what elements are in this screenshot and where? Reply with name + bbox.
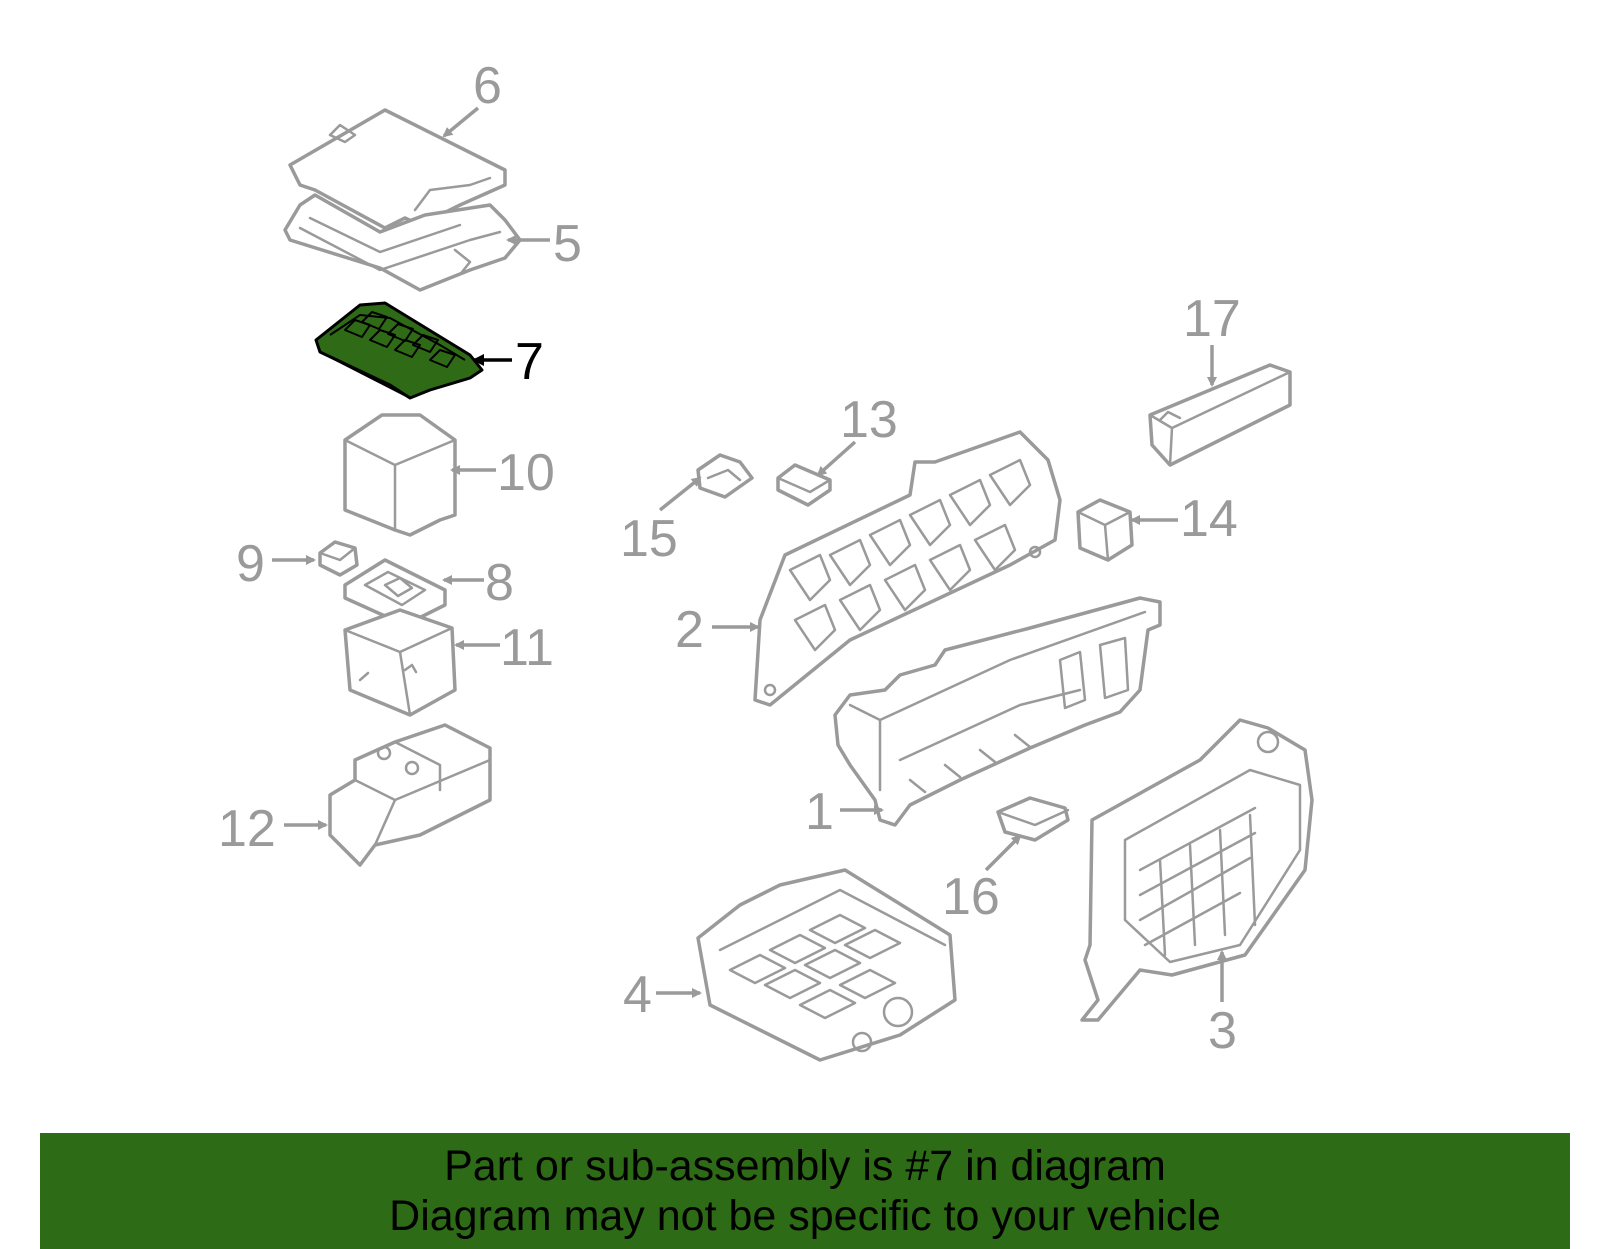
callout-15[interactable]: 15 bbox=[620, 510, 678, 568]
part-3-large-cover[interactable] bbox=[1080, 718, 1314, 1022]
part-11-relay-box[interactable] bbox=[343, 608, 457, 717]
parts-diagram: 6 5 7 10 9 8 11 12 13 15 14 17 2 1 16 3 … bbox=[218, 57, 1314, 1062]
part-16-clip[interactable] bbox=[996, 796, 1070, 842]
callout-6[interactable]: 6 bbox=[473, 57, 502, 115]
callout-16[interactable]: 16 bbox=[942, 868, 1000, 926]
banner-line-disclaimer: Diagram may not be specific to your vehi… bbox=[389, 1192, 1221, 1240]
callout-13[interactable]: 13 bbox=[840, 391, 898, 449]
part-8-relay-frame[interactable] bbox=[343, 558, 447, 627]
callout-17[interactable]: 17 bbox=[1183, 290, 1241, 348]
callout-8[interactable]: 8 bbox=[485, 554, 514, 612]
callout-3[interactable]: 3 bbox=[1208, 1002, 1237, 1060]
leader-15 bbox=[658, 476, 702, 512]
part-5-tray[interactable] bbox=[283, 193, 522, 292]
leader-16 bbox=[984, 834, 1022, 872]
part-9-small-relay[interactable] bbox=[318, 540, 359, 577]
callout-9[interactable]: 9 bbox=[236, 535, 265, 593]
callout-14[interactable]: 14 bbox=[1180, 490, 1238, 548]
part-14-relay[interactable] bbox=[1076, 498, 1134, 562]
info-banner: Part or sub-assembly is #7 in diagram Di… bbox=[40, 1133, 1570, 1249]
part-15-connector[interactable] bbox=[696, 453, 754, 499]
part-1-housing[interactable] bbox=[833, 596, 1162, 827]
callout-7[interactable]: 7 bbox=[515, 333, 544, 391]
callout-4[interactable]: 4 bbox=[623, 966, 652, 1024]
callout-11[interactable]: 11 bbox=[500, 619, 554, 677]
part-4-control-module[interactable] bbox=[696, 868, 957, 1062]
part-17-bracket[interactable] bbox=[1148, 363, 1292, 467]
banner-line-part: Part or sub-assembly is #7 in diagram bbox=[444, 1142, 1166, 1190]
part-2-fuse-panel[interactable] bbox=[753, 430, 1062, 707]
callout-12[interactable]: 12 bbox=[218, 800, 276, 858]
part-7-relay-board[interactable] bbox=[314, 301, 484, 400]
callout-5[interactable]: 5 bbox=[553, 215, 582, 273]
callout-1[interactable]: 1 bbox=[805, 783, 834, 841]
part-10-relay-cover[interactable] bbox=[343, 413, 457, 537]
callout-2[interactable]: 2 bbox=[675, 601, 704, 659]
leader-13 bbox=[816, 440, 857, 477]
callout-10[interactable]: 10 bbox=[497, 444, 555, 502]
leader-6 bbox=[442, 106, 480, 138]
part-12-module[interactable] bbox=[328, 723, 492, 867]
